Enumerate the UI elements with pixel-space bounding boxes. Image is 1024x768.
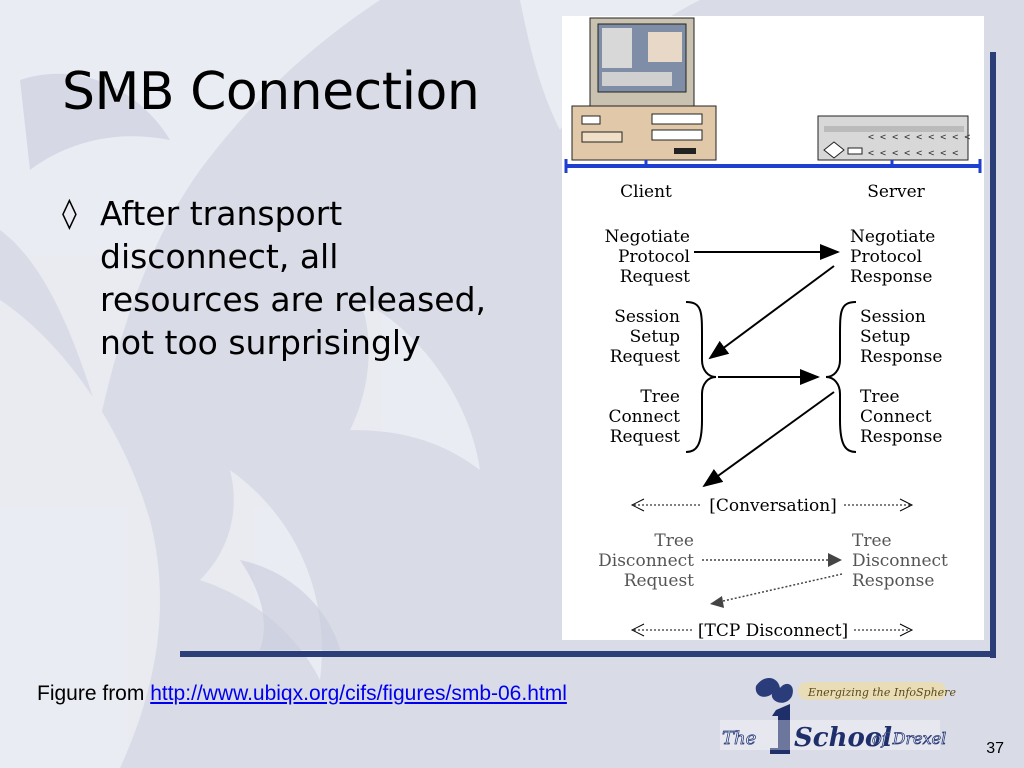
tree-connect-response-label: Tree Connect Response [860, 387, 942, 447]
svg-text:Response: Response [860, 427, 942, 447]
diamond-bullet-icon: ◊ [62, 196, 77, 231]
conversation-arrow-left [630, 498, 645, 512]
disconnect-response-arrowhead [710, 596, 724, 608]
page-number: 37 [986, 740, 1004, 757]
logo-the: The [722, 728, 756, 749]
horizontal-accent-rule [180, 651, 996, 657]
server-label: Server [867, 182, 925, 202]
i-letter-icon [770, 704, 790, 754]
conversation-label: [Conversation] [709, 496, 837, 516]
logo-school: School [794, 723, 892, 753]
caption-prefix: Figure from [37, 682, 151, 705]
svg-text:Response: Response [850, 267, 932, 287]
svg-text:Response: Response [860, 347, 942, 367]
svg-text:Protocol: Protocol [618, 247, 690, 267]
svg-text:Disconnect: Disconnect [598, 551, 694, 571]
svg-text:Request: Request [610, 347, 680, 367]
svg-text:Tree: Tree [654, 531, 694, 551]
svg-text:Tree: Tree [852, 531, 892, 551]
tcp-arrow-left [630, 623, 645, 637]
svg-text:Request: Request [620, 267, 690, 287]
session-tree-response-arrow [702, 391, 835, 488]
session-request-label: Session Setup Request [610, 307, 680, 367]
svg-text:Request: Request [624, 571, 694, 591]
tree-disconnect-request-label: Tree Disconnect Request [598, 531, 694, 591]
network-line [564, 159, 982, 173]
slide-title: SMB Connection [62, 62, 480, 122]
svg-text:Negotiate: Negotiate [605, 227, 690, 247]
svg-text:Negotiate: Negotiate [850, 227, 935, 247]
vertical-accent-rule [990, 52, 996, 658]
client-label: Client [620, 182, 672, 202]
svg-text:Connect: Connect [608, 407, 680, 427]
tree-connect-request-label: Tree Connect Request [608, 387, 680, 447]
svg-text:Disconnect: Disconnect [852, 551, 948, 571]
logo-tagline: Energizing the InfoSphere [807, 686, 956, 699]
svg-text:< < < < < < < < <: < < < < < < < < < [868, 132, 970, 143]
negotiate-response-label: Negotiate Protocol Response [850, 227, 935, 287]
right-brace [825, 301, 857, 453]
caption-link[interactable]: http://www.ubiqx.org/cifs/figures/smb-06… [150, 682, 567, 705]
dragon-icon [755, 677, 793, 703]
disconnect-request-arrowhead [828, 553, 842, 567]
smb-sequence-figure: < < < < < < < < < < < < < < < < < Client… [562, 16, 984, 640]
svg-text:< < < < < < < <: < < < < < < < < [868, 148, 958, 159]
conversation-arrow-right [899, 498, 914, 512]
tcp-arrow-right [899, 623, 914, 637]
svg-text:Session: Session [860, 307, 926, 327]
bullet-text: After transport disconnect, all resource… [100, 194, 487, 362]
svg-text:Tree: Tree [860, 387, 900, 407]
negotiate-response-arrow [708, 265, 835, 360]
svg-text:Request: Request [610, 427, 680, 447]
figure-canvas: < < < < < < < < < < < < < < < < < Client… [564, 17, 982, 640]
svg-text:Setup: Setup [630, 327, 680, 347]
left-brace [685, 301, 717, 453]
svg-text:Session: Session [614, 307, 680, 327]
session-response-label: Session Setup Response [860, 307, 942, 367]
figure-caption: Figure from http://www.ubiqx.org/cifs/fi… [37, 682, 567, 706]
client-computer-icon [571, 17, 717, 161]
negotiate-request-label: Negotiate Protocol Request [605, 227, 691, 287]
disconnect-response-arrow [709, 573, 843, 605]
svg-text:Response: Response [852, 571, 934, 591]
svg-text:Tree: Tree [640, 387, 680, 407]
svg-text:Protocol: Protocol [850, 247, 922, 267]
tcp-disconnect-label: [TCP Disconnect] [698, 621, 848, 640]
svg-text:Connect: Connect [860, 407, 932, 427]
ischool-drexel-logo: Energizing the InfoSphere The School of … [720, 677, 956, 754]
svg-text:Setup: Setup [860, 327, 910, 347]
tree-disconnect-response-label: Tree Disconnect Response [852, 531, 948, 591]
logo-of-drexel: of Drexel [872, 729, 946, 748]
server-icon: < < < < < < < < < < < < < < < < < [817, 115, 970, 161]
